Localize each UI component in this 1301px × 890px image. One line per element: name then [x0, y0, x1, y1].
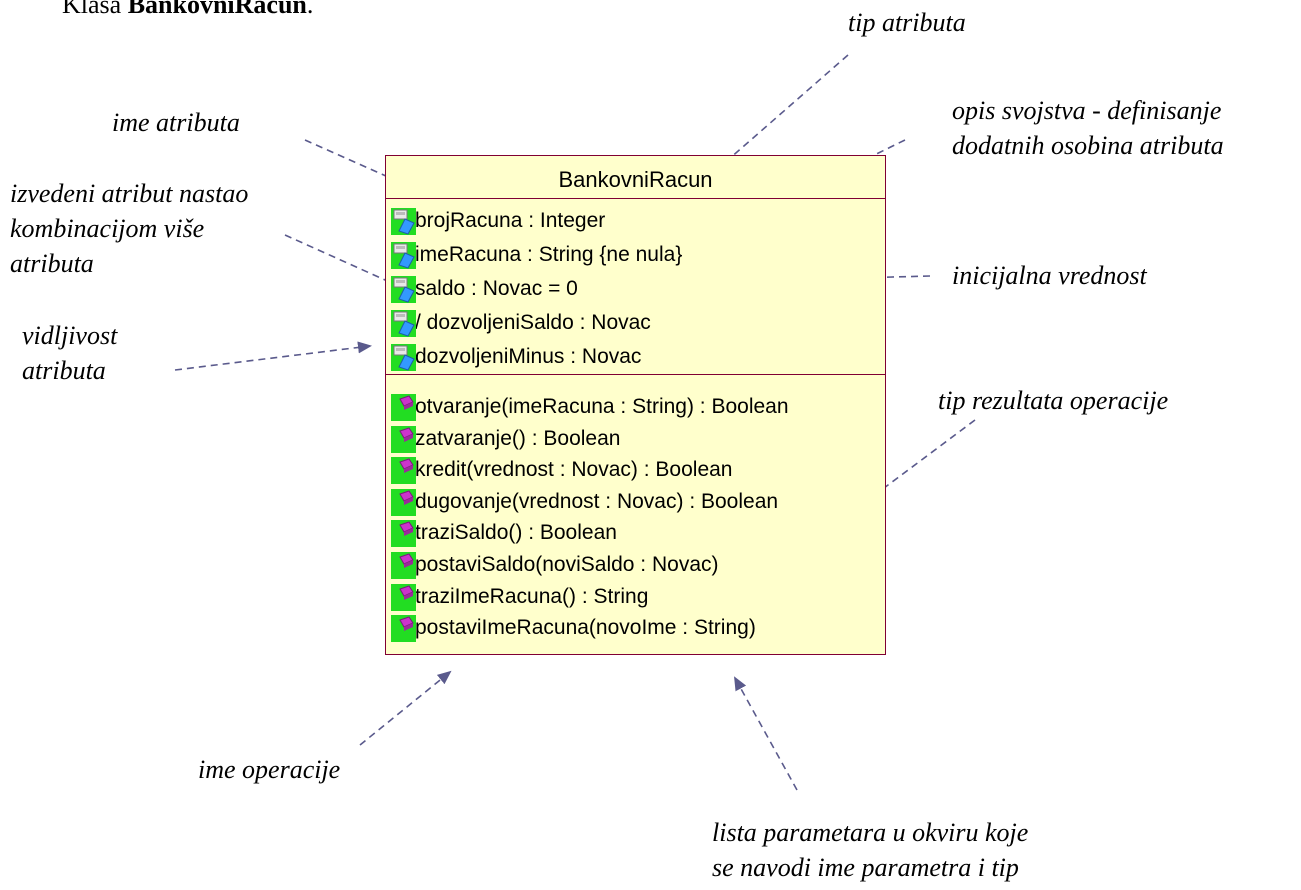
- note-line: tip atributa: [848, 8, 966, 37]
- operation-row: otvaranje(imeRacuna : String) : Boolean: [386, 392, 885, 424]
- note-line: atributa: [22, 356, 106, 385]
- attribute-row-text: imeRacuna : String {ne nula}: [415, 243, 683, 266]
- operation-row-text: zatvaranje() : Boolean: [415, 426, 621, 450]
- operation-row-text: traziSaldo() : Boolean: [415, 521, 617, 545]
- operation-icon: [391, 520, 416, 548]
- note-inicijalna-vrednost: inicijalna vrednost: [952, 258, 1147, 293]
- note-line: se navodi ime parametra i tip: [712, 853, 1019, 882]
- operation-row: postaviSaldo(noviSaldo : Novac): [386, 550, 885, 582]
- attribute-icon: [391, 276, 416, 303]
- note-opis-svojstva: opis svojstva - definisanje dodatnih oso…: [952, 93, 1224, 163]
- operation-icon: [391, 488, 416, 516]
- note-izvedeni-atribut: izvedeni atribut nastao kombinacijom viš…: [10, 176, 248, 281]
- heading-suffix: .: [306, 0, 314, 19]
- operation-icon: [391, 425, 416, 453]
- note-tip-atributa: tip atributa: [848, 5, 966, 40]
- operation-row: postaviImeRacuna(novoIme : String): [386, 613, 885, 645]
- operation-row: zatvaranje() : Boolean: [386, 424, 885, 456]
- note-ime-operacije: ime operacije: [198, 752, 340, 787]
- operation-row: traziSaldo() : Boolean: [386, 518, 885, 550]
- operation-row: dugovanje(vrednost : Novac) : Boolean: [386, 487, 885, 519]
- attribute-icon: [391, 344, 416, 371]
- note-line: opis svojstva - definisanje: [952, 96, 1222, 125]
- operations-compartment: otvaranje(imeRacuna : String) : Boolean z…: [386, 375, 885, 645]
- class-name: BankovniRacun: [386, 156, 885, 199]
- attribute-row: imeRacuna : String {ne nula}: [386, 239, 885, 273]
- attribute-row: dozvoljeniMinus : Novac: [386, 341, 885, 375]
- note-line: kombinacijom više: [10, 214, 205, 243]
- note-line: izvedeni atribut nastao: [10, 179, 249, 208]
- arrow-vidljivost: [174, 341, 372, 371]
- note-lista-parametara: lista parametara u okviru koje se navodi…: [712, 815, 1028, 885]
- note-vidljivost: vidljivost atributa: [22, 318, 117, 388]
- attribute-icon: [391, 208, 416, 235]
- operation-row-text: postaviSaldo(noviSaldo : Novac): [415, 552, 719, 576]
- attribute-row-text: / dozvoljeniSaldo : Novac: [415, 311, 651, 334]
- attribute-row: / dozvoljeniSaldo : Novac: [386, 307, 885, 341]
- uml-class-box: BankovniRacun brojRacuna : Integer imeRac…: [385, 155, 886, 655]
- note-line: inicijalna vrednost: [952, 261, 1147, 290]
- heading: Klasa BankovniRacun.: [62, 0, 313, 20]
- heading-class-name: BankovniRacun: [127, 0, 307, 19]
- note-line: ime operacije: [198, 755, 341, 784]
- attribute-row-text: dozvoljeniMinus : Novac: [415, 345, 642, 368]
- arrow-lista-parametara: [734, 676, 798, 791]
- operation-row-text: dugovanje(vrednost : Novac) : Boolean: [415, 489, 779, 513]
- attribute-row: saldo : Novac = 0: [386, 273, 885, 307]
- note-line: vidljivost: [22, 321, 118, 350]
- note-line: dodatnih osobina atributa: [952, 131, 1224, 160]
- note-tip-rezultata: tip rezultata operacije: [938, 383, 1168, 418]
- attribute-row-text: saldo : Novac = 0: [415, 277, 578, 300]
- operation-row-text: postaviImeRacuna(novoIme : String): [415, 616, 756, 640]
- operation-icon: [391, 394, 416, 421]
- note-line: tip rezultata operacije: [938, 386, 1169, 415]
- attribute-icon: [391, 242, 416, 269]
- note-line: ime atributa: [112, 108, 240, 137]
- note-ime-atributa: ime atributa: [112, 105, 240, 140]
- note-line: lista parametara u okviru koje: [712, 818, 1029, 847]
- operation-row: traziImeRacuna() : String: [386, 582, 885, 614]
- operation-row-text: kredit(vrednost : Novac) : Boolean: [415, 458, 733, 482]
- operation-icon: [391, 457, 416, 485]
- operation-icon: [391, 551, 416, 579]
- operation-icon: [391, 583, 416, 611]
- operation-row-text: traziImeRacuna() : String: [415, 584, 649, 608]
- operation-row-text: otvaranje(imeRacuna : String) : Boolean: [415, 395, 789, 418]
- arrow-ime-operacije: [359, 670, 452, 746]
- note-line: atributa: [10, 249, 94, 278]
- attributes-compartment: brojRacuna : Integer imeRacuna : String {…: [386, 199, 885, 375]
- attribute-row-text: brojRacuna : Integer: [415, 209, 606, 232]
- arrow-tip-atributa: [663, 54, 849, 217]
- attribute-row: brojRacuna : Integer: [386, 205, 885, 239]
- attribute-icon: [391, 310, 416, 337]
- operation-icon: [391, 615, 416, 643]
- operation-row: kredit(vrednost : Novac) : Boolean: [386, 455, 885, 487]
- heading-prefix: Klasa: [62, 0, 128, 19]
